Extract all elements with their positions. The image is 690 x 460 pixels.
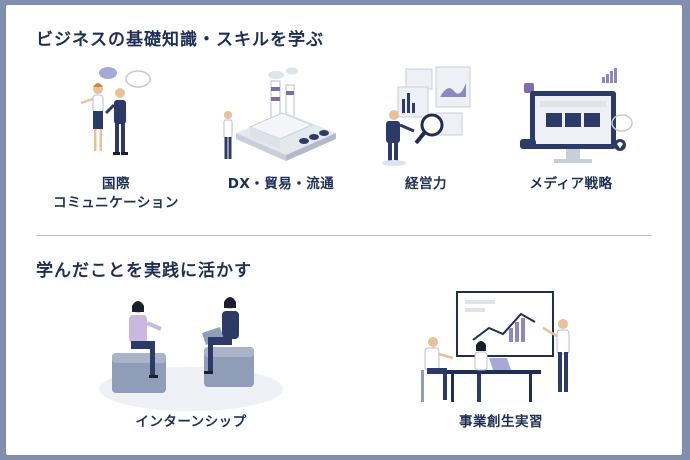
item-label: インターンシップ — [135, 414, 247, 430]
conversation-illustration — [80, 67, 151, 155]
item-label: DX・貿易・流通 — [227, 176, 335, 192]
factory-illustration — [223, 67, 336, 161]
content-card: ビジネスの基礎知識・スキルを学ぶ 国際 コミュニケーション — [6, 5, 682, 455]
item-international-communication: 国際 コミュニケーション — [36, 63, 196, 213]
section-title-basics: ビジネスの基礎知識・スキルを学ぶ — [36, 30, 324, 50]
item-label: メディア戦略 — [529, 176, 613, 192]
business-presentation-illustration — [421, 291, 570, 402]
item-business-creation-practice: 事業創生実習 — [406, 288, 596, 432]
item-media-strategy: メディア戦略 — [496, 63, 646, 194]
item-management: 経営力 — [361, 63, 491, 194]
item-internship: インターンシップ — [86, 293, 296, 432]
item-label: 事業創生実習 — [459, 414, 543, 430]
media-monitor-illustration — [520, 68, 633, 163]
data-analysis-illustration — [382, 66, 471, 166]
item-label: 経営力 — [405, 176, 447, 192]
item-label: 国際 コミュニケーション — [53, 176, 179, 211]
section-divider — [36, 235, 652, 236]
internship-meeting-illustration — [99, 297, 283, 411]
item-dx-trade-distribution: DX・貿易・流通 — [206, 63, 356, 194]
section-title-practice: 学んだことを実践に活かす — [36, 261, 252, 281]
